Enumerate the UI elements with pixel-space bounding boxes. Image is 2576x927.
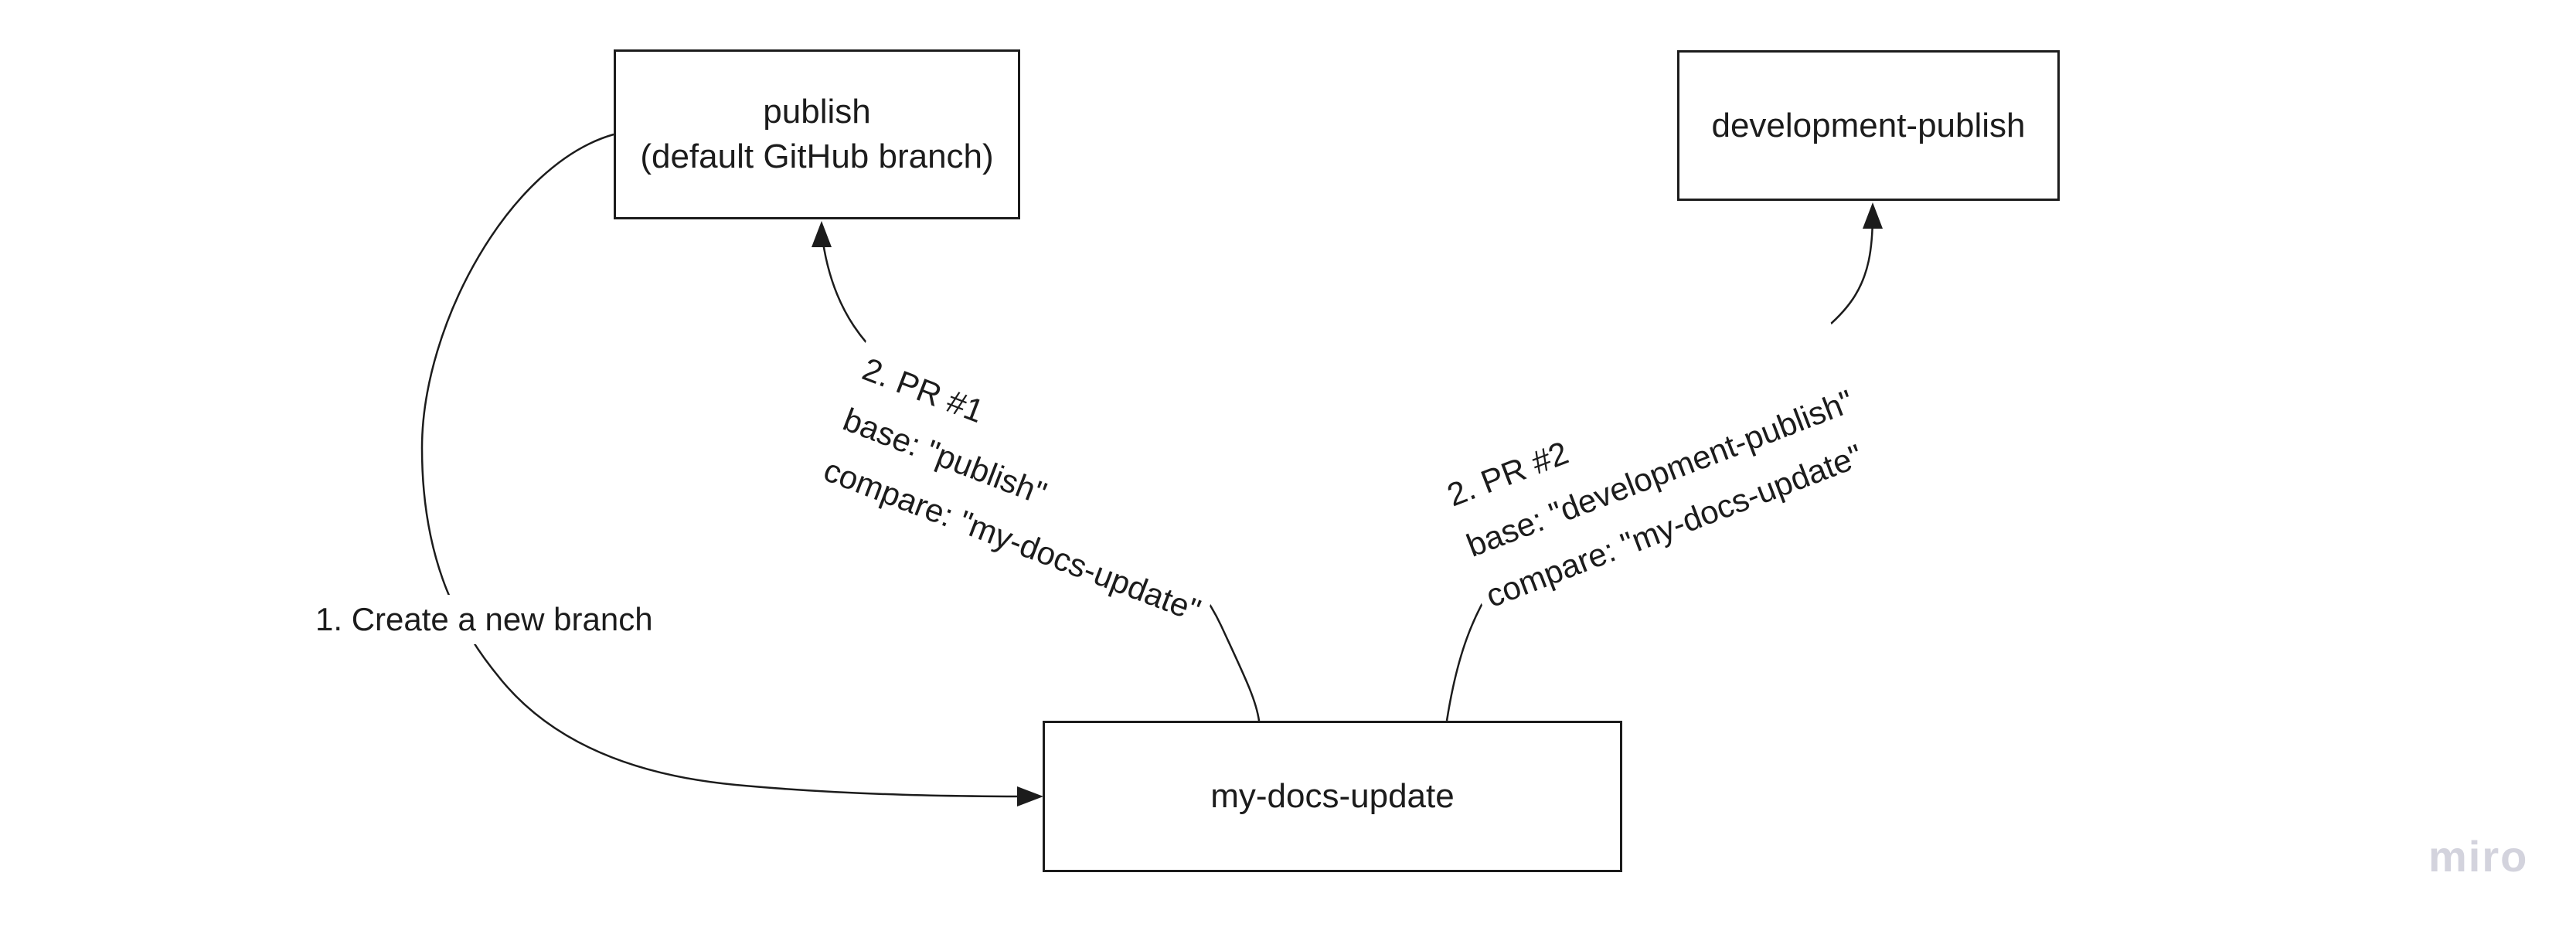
node-publish-label-line1: publish xyxy=(763,93,871,131)
node-my-docs-update[interactable]: my-docs-update xyxy=(1043,721,1622,872)
node-publish-label-line2: (default GitHub branch) xyxy=(640,138,994,175)
connector-caption-create-branch[interactable]: 1. Create a new branch xyxy=(306,595,662,644)
node-my-docs-update-label: my-docs-update xyxy=(1210,777,1455,815)
connector-create-branch[interactable] xyxy=(420,133,1033,798)
node-development-publish[interactable]: development-publish xyxy=(1677,50,2060,201)
arrowhead-into-development-publish xyxy=(1863,202,1883,229)
arrowhead-into-my-docs-update xyxy=(1017,786,1043,806)
node-development-publish-label: development-publish xyxy=(1711,106,2026,144)
arrowhead-into-publish xyxy=(812,221,832,247)
node-publish[interactable]: publish (default GitHub branch) xyxy=(614,49,1020,219)
miro-logo: miro xyxy=(2428,832,2529,881)
